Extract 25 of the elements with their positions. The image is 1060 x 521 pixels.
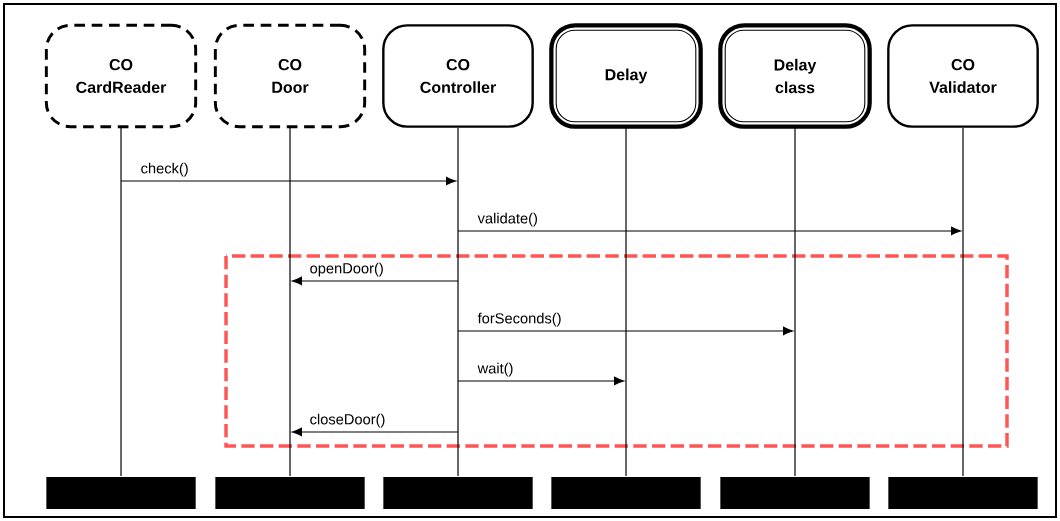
message-arrow (457, 326, 794, 336)
message-arrow (291, 427, 459, 437)
end-bar (720, 477, 870, 509)
end-bar (383, 477, 533, 509)
object-box: CO Controller (382, 24, 534, 128)
end-bar (888, 477, 1038, 509)
object-box: Delay (549, 23, 703, 129)
message-label: validate() (476, 211, 540, 228)
message-label: check() (139, 161, 191, 178)
object-box: Delay class (718, 23, 872, 129)
end-bar (551, 477, 701, 509)
message-label: forSeconds() (476, 311, 563, 328)
message-arrow (457, 226, 962, 236)
message-arrow (120, 176, 457, 186)
message-label: openDoor() (308, 261, 386, 278)
object-box: CO Validator (887, 24, 1039, 128)
end-bar (215, 477, 365, 509)
message-arrow (291, 276, 459, 286)
message-label: wait() (476, 361, 515, 378)
end-bar (46, 477, 196, 509)
object-box: CO CardReader (44, 23, 198, 129)
lifeline (120, 128, 122, 476)
object-box: CO Door (213, 23, 367, 129)
message-arrow (457, 376, 625, 386)
message-label: closeDoor() (308, 412, 387, 429)
